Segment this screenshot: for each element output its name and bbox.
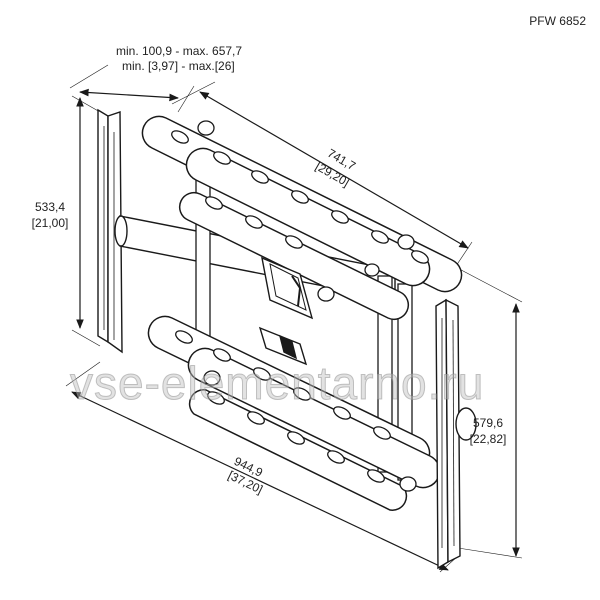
dim-total-width-line: [71, 391, 449, 571]
dim-height-left-imperial: [21,00]: [31, 216, 69, 230]
tilt-mechanism: [258, 256, 314, 366]
dim-height-right-imperial: [22,82]: [469, 432, 507, 446]
dim-height-left-metric: 533,4: [34, 200, 66, 214]
mounting-slots: [171, 130, 429, 483]
model-label: PFW 6852: [529, 14, 586, 28]
dim-depth-imperial: min. [3,97] - max.[26]: [122, 59, 235, 73]
display-bracket: [435, 298, 477, 570]
dim-top-width-line: [199, 91, 469, 249]
dimension-lines: [65, 64, 523, 573]
dim-depth-metric: min. 100,9 - max. 657,7: [116, 44, 243, 58]
knobs: [197, 120, 417, 492]
dim-depth-line: [79, 88, 179, 102]
dim-height-right-metric: 579,6: [472, 416, 504, 430]
watermark: vse-elementarno.ru: [69, 357, 485, 410]
